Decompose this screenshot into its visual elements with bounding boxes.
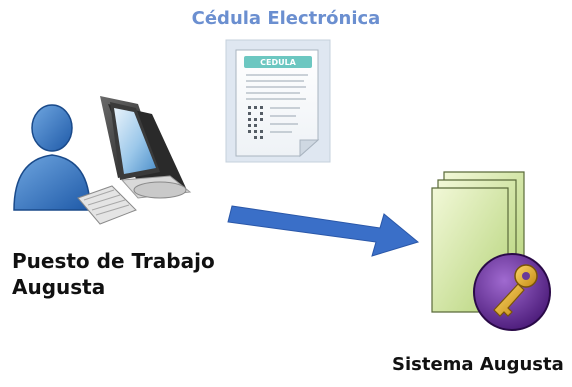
workstation-label-line2: Augusta bbox=[12, 275, 106, 299]
diagram-title: Cédula Electrónica bbox=[191, 8, 381, 29]
workstation-label: Puesto de Trabajo Augusta bbox=[12, 248, 215, 300]
system-label: Sistema Augusta bbox=[392, 354, 564, 375]
computer-monitor-icon bbox=[100, 96, 192, 199]
keyboard-icon bbox=[77, 185, 137, 225]
document-icon: CEDULA bbox=[225, 39, 331, 163]
workstation-label-line1: Puesto de Trabajo bbox=[12, 249, 215, 273]
document-header-text: CEDULA bbox=[260, 58, 297, 67]
key-icon bbox=[473, 253, 551, 331]
arrow-right-icon bbox=[227, 205, 420, 257]
user-icon bbox=[13, 104, 91, 211]
